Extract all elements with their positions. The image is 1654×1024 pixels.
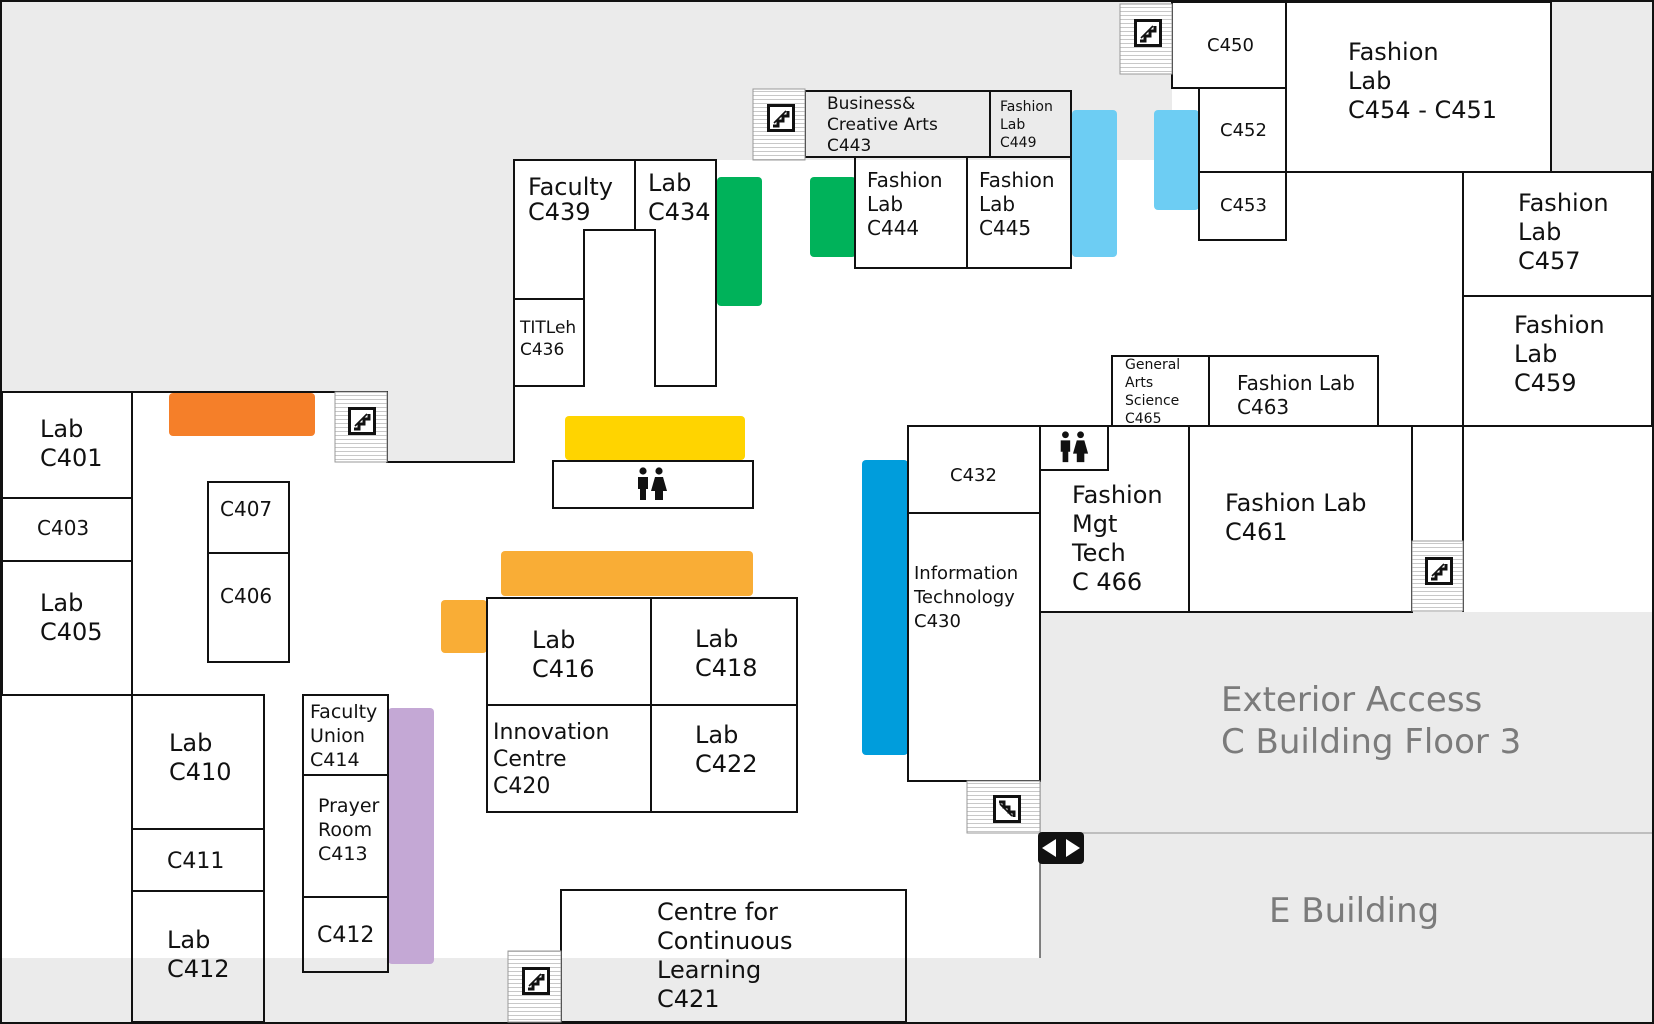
room-c412[interactable] [302,896,389,973]
room-c461[interactable] [1188,425,1413,613]
room-label-c403: C403 [37,516,89,540]
zone-blue [862,460,908,755]
zone-green-left [717,177,762,306]
zone-light-blue-right [1154,110,1199,210]
zone-orange [169,393,315,436]
room-label-c411: C411 [167,849,224,874]
room-label-c453: C453 [1220,195,1267,216]
room-label-c406: C406 [220,584,272,608]
stairs-icon[interactable] [1134,19,1162,47]
room-label-c450: C450 [1207,35,1254,56]
e-building-area [1040,833,1652,1022]
room-c412-lab[interactable] [131,890,265,1023]
room-c459[interactable] [1462,295,1653,427]
zone-light-blue-left [1072,110,1117,257]
room-c405[interactable] [1,560,133,696]
room-c422[interactable] [650,704,798,813]
stairs-icon[interactable] [348,407,376,435]
room-label-c412: C412 [317,923,374,948]
room-label-c432: C432 [950,465,997,486]
room-label-c452: C452 [1220,120,1267,141]
zone-purple [388,708,434,964]
room-c434[interactable] [634,159,717,387]
left-right-arrows-icon[interactable] [1038,832,1084,864]
room-c445[interactable] [966,156,1072,269]
zone-light-orange-strip [501,551,753,596]
stairs-icon[interactable] [522,967,550,995]
room-c453[interactable] [1198,171,1287,241]
zone-green-right [810,177,856,257]
stairs-icon[interactable] [1425,557,1453,585]
zone-yellow [565,416,745,460]
zone-light-orange-block [441,600,487,653]
room-c406[interactable] [207,552,290,663]
restroom-east-block[interactable] [1039,425,1109,471]
room-c454-c451[interactable] [1285,1,1552,173]
stairs-down-icon[interactable] [993,795,1021,823]
restroom-block[interactable] [552,460,754,509]
exterior-access-area [1040,612,1652,833]
room-label-c407: C407 [220,497,272,521]
e-building-label: E Building [1269,891,1439,931]
stairs-icon[interactable] [767,104,795,132]
room-c436[interactable] [513,298,585,387]
